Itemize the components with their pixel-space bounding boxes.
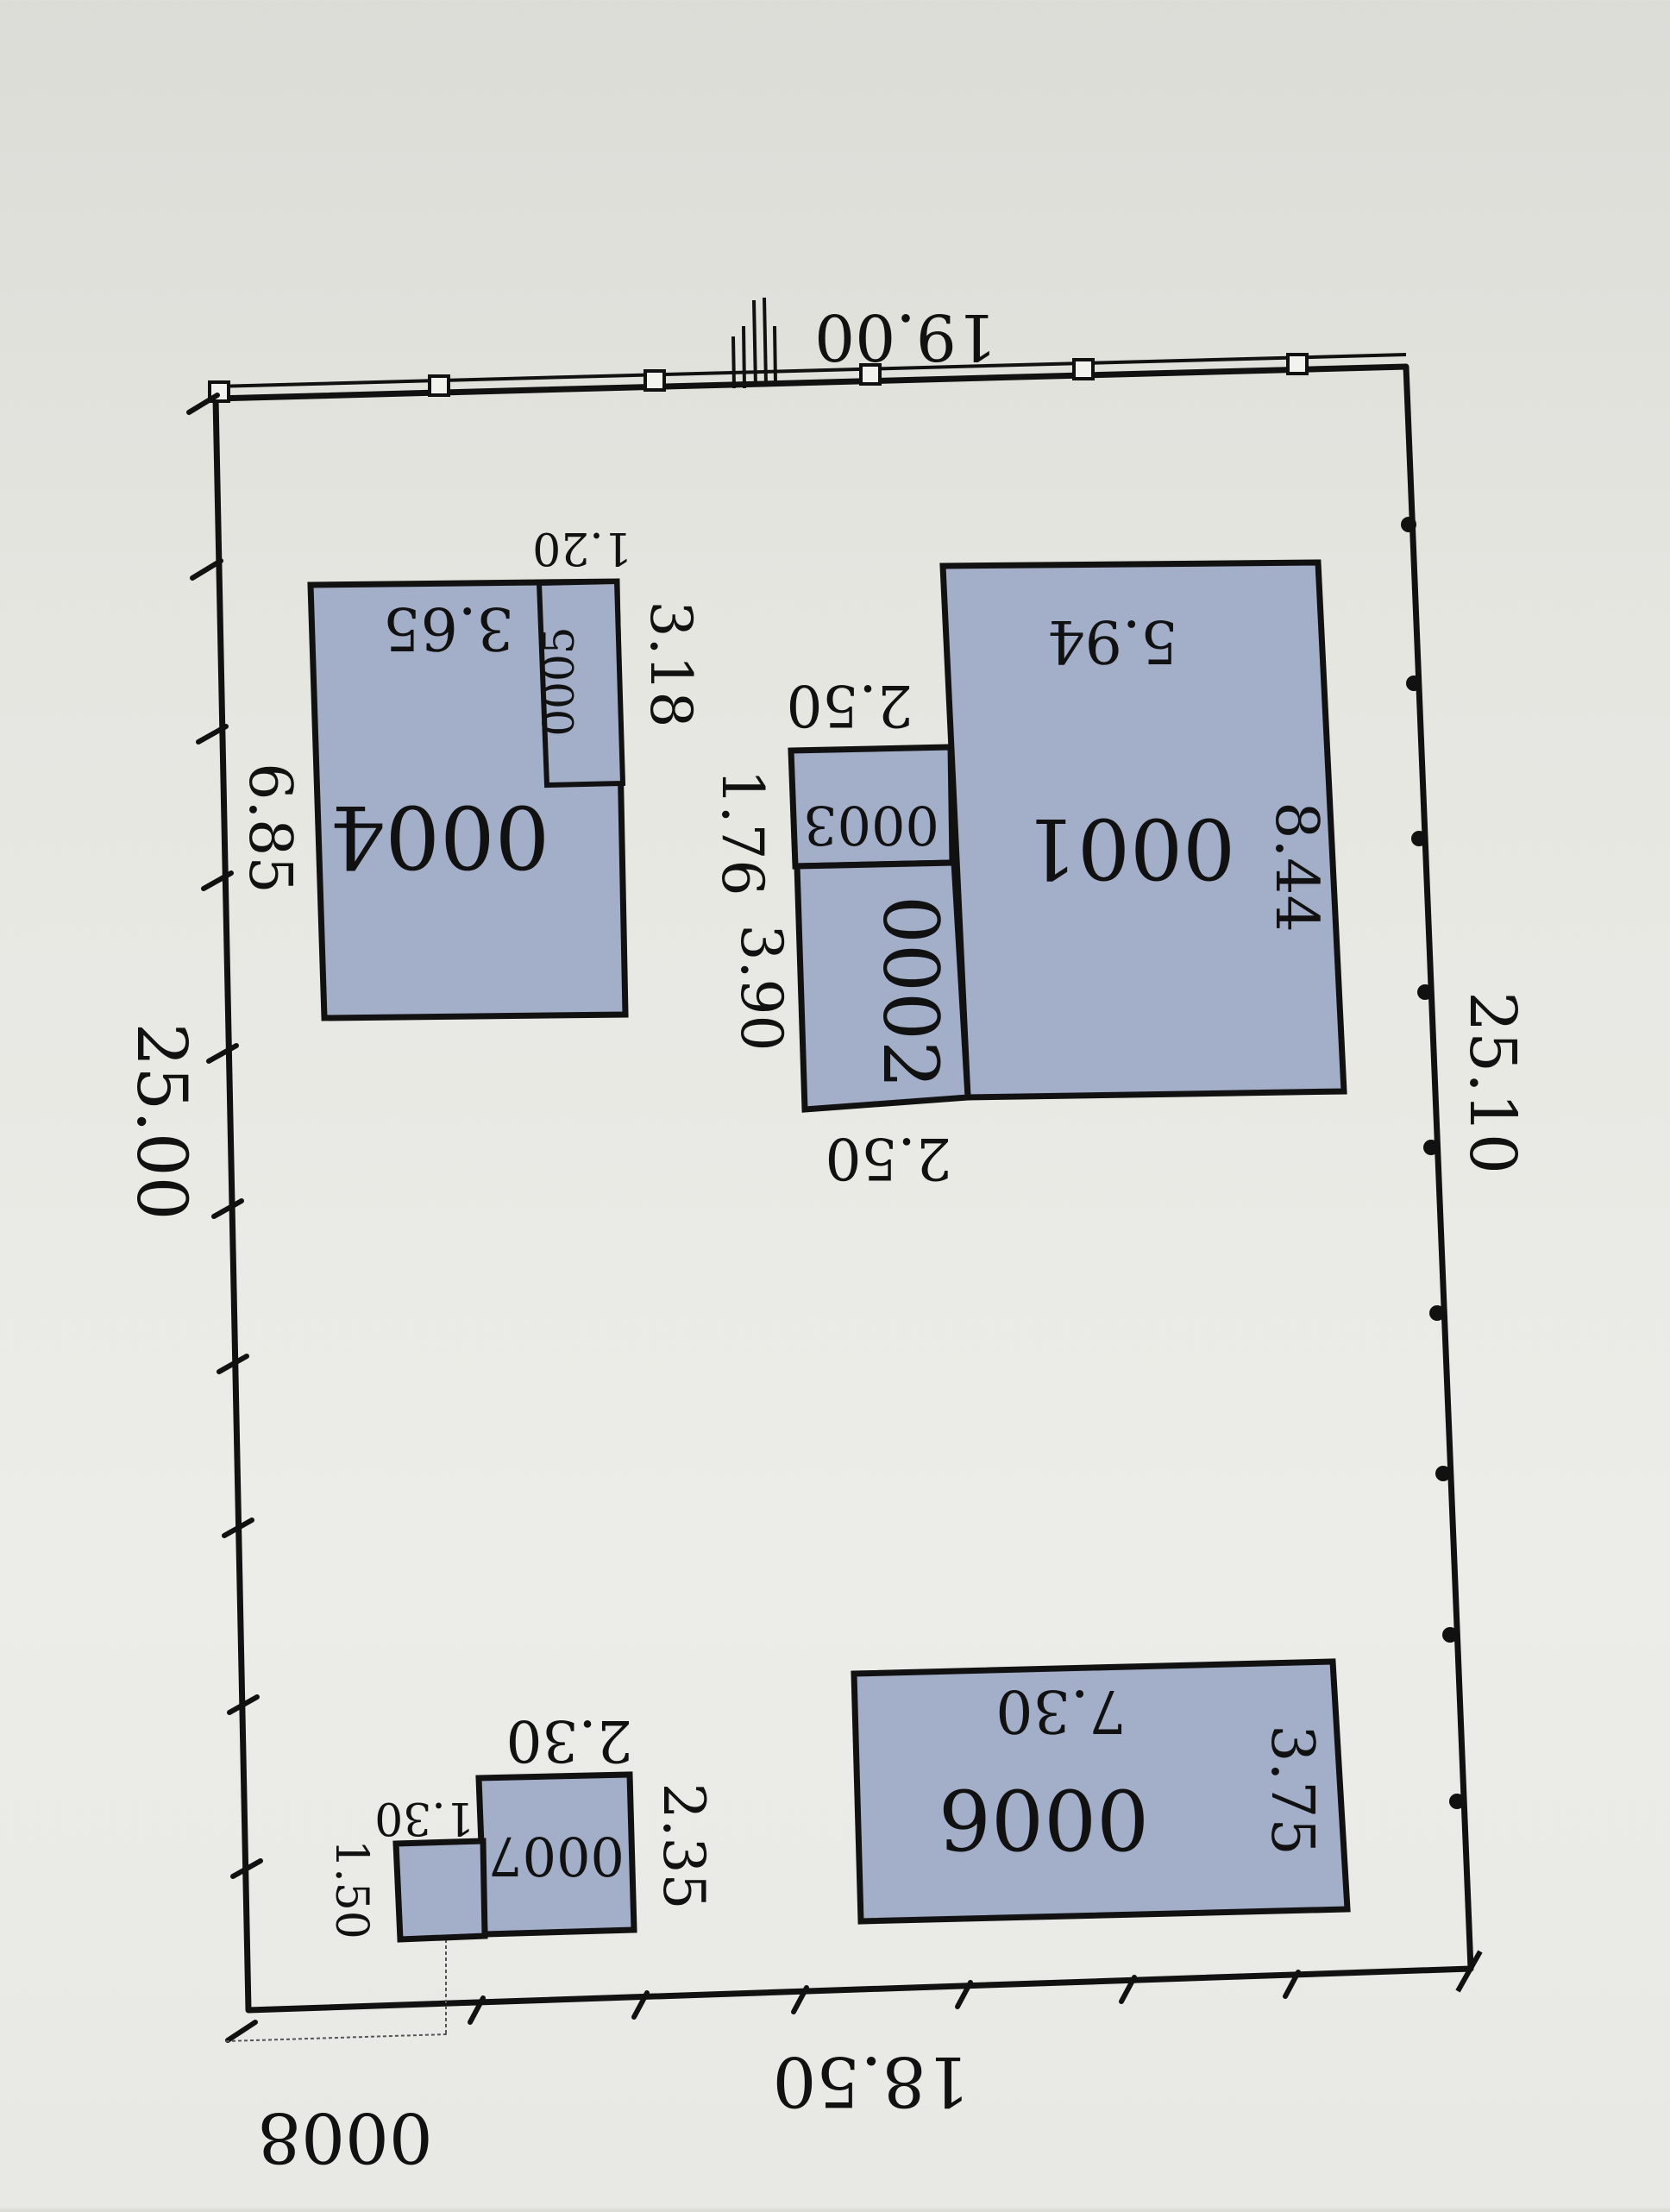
- right-fence-dots: [1401, 517, 1465, 1809]
- dimension-height: 2.35: [650, 1783, 717, 1910]
- building-label: 0005: [534, 626, 584, 736]
- dimension-width: 2.50: [826, 1125, 952, 1191]
- dimension-height: 3.90: [728, 925, 794, 1052]
- extension-line-0008: [225, 1939, 448, 2042]
- building-label: 0006: [939, 1770, 1149, 1867]
- dimension-width: 5.94: [1047, 606, 1177, 675]
- dimension-height: 3.18: [637, 601, 704, 728]
- building-0002: 0002 2.50 3.90: [728, 859, 971, 1191]
- building-label: 0007: [488, 1825, 625, 1888]
- corner-tick: [1455, 1950, 1483, 1993]
- bottom-fence-ticks: [468, 1970, 1301, 2025]
- dimension-height: 6.85: [235, 763, 304, 893]
- dimension-width: 2.50: [787, 672, 913, 738]
- plot-dimension-left: 25.00: [122, 1022, 202, 1220]
- top-fence-line: [215, 353, 1407, 388]
- left-fence-ticks: [186, 393, 263, 2043]
- plot-dimension-top: 19.00: [814, 299, 997, 374]
- gate-symbol: [731, 297, 777, 389]
- dimension-width: 7.30: [995, 1676, 1126, 1744]
- building-0005: 0005 1.20 3.18: [532, 522, 704, 789]
- building-0008: 1.30 1.50 0008: [257, 1792, 488, 2177]
- dimension-height: 8.44: [1262, 801, 1330, 932]
- building-0003: 0003 2.50 1.76: [709, 672, 956, 896]
- top-fence-posts: [208, 353, 1309, 403]
- plot-dimension-bottom: 18.50: [772, 2041, 970, 2121]
- dimension-width: 1.30: [374, 1792, 474, 1844]
- dimension-width: 3.65: [383, 594, 513, 662]
- building-label: 0001: [1025, 800, 1235, 896]
- building-label: 0003: [803, 794, 939, 857]
- building-label: 0004: [330, 786, 550, 887]
- building-label: 0008: [257, 2097, 433, 2177]
- dimension-height: 3.75: [1258, 1725, 1326, 1855]
- dimension-width: 2.30: [506, 1707, 633, 1774]
- building-0007: 0007 2.30 2.35: [475, 1707, 717, 1938]
- dimension-height: 1.50: [325, 1839, 377, 1939]
- dimension-width: 1.20: [532, 522, 632, 574]
- building-label: 0002: [866, 895, 955, 1089]
- building-0001: 0001 5.94 8.44: [939, 559, 1347, 1101]
- building-0006: 0006 7.30 3.75: [851, 1658, 1351, 1925]
- dimension-height: 1.76: [709, 770, 775, 896]
- top-fence-line-inner: [215, 365, 1407, 400]
- plot-dimension-right: 25.10: [1455, 991, 1529, 1174]
